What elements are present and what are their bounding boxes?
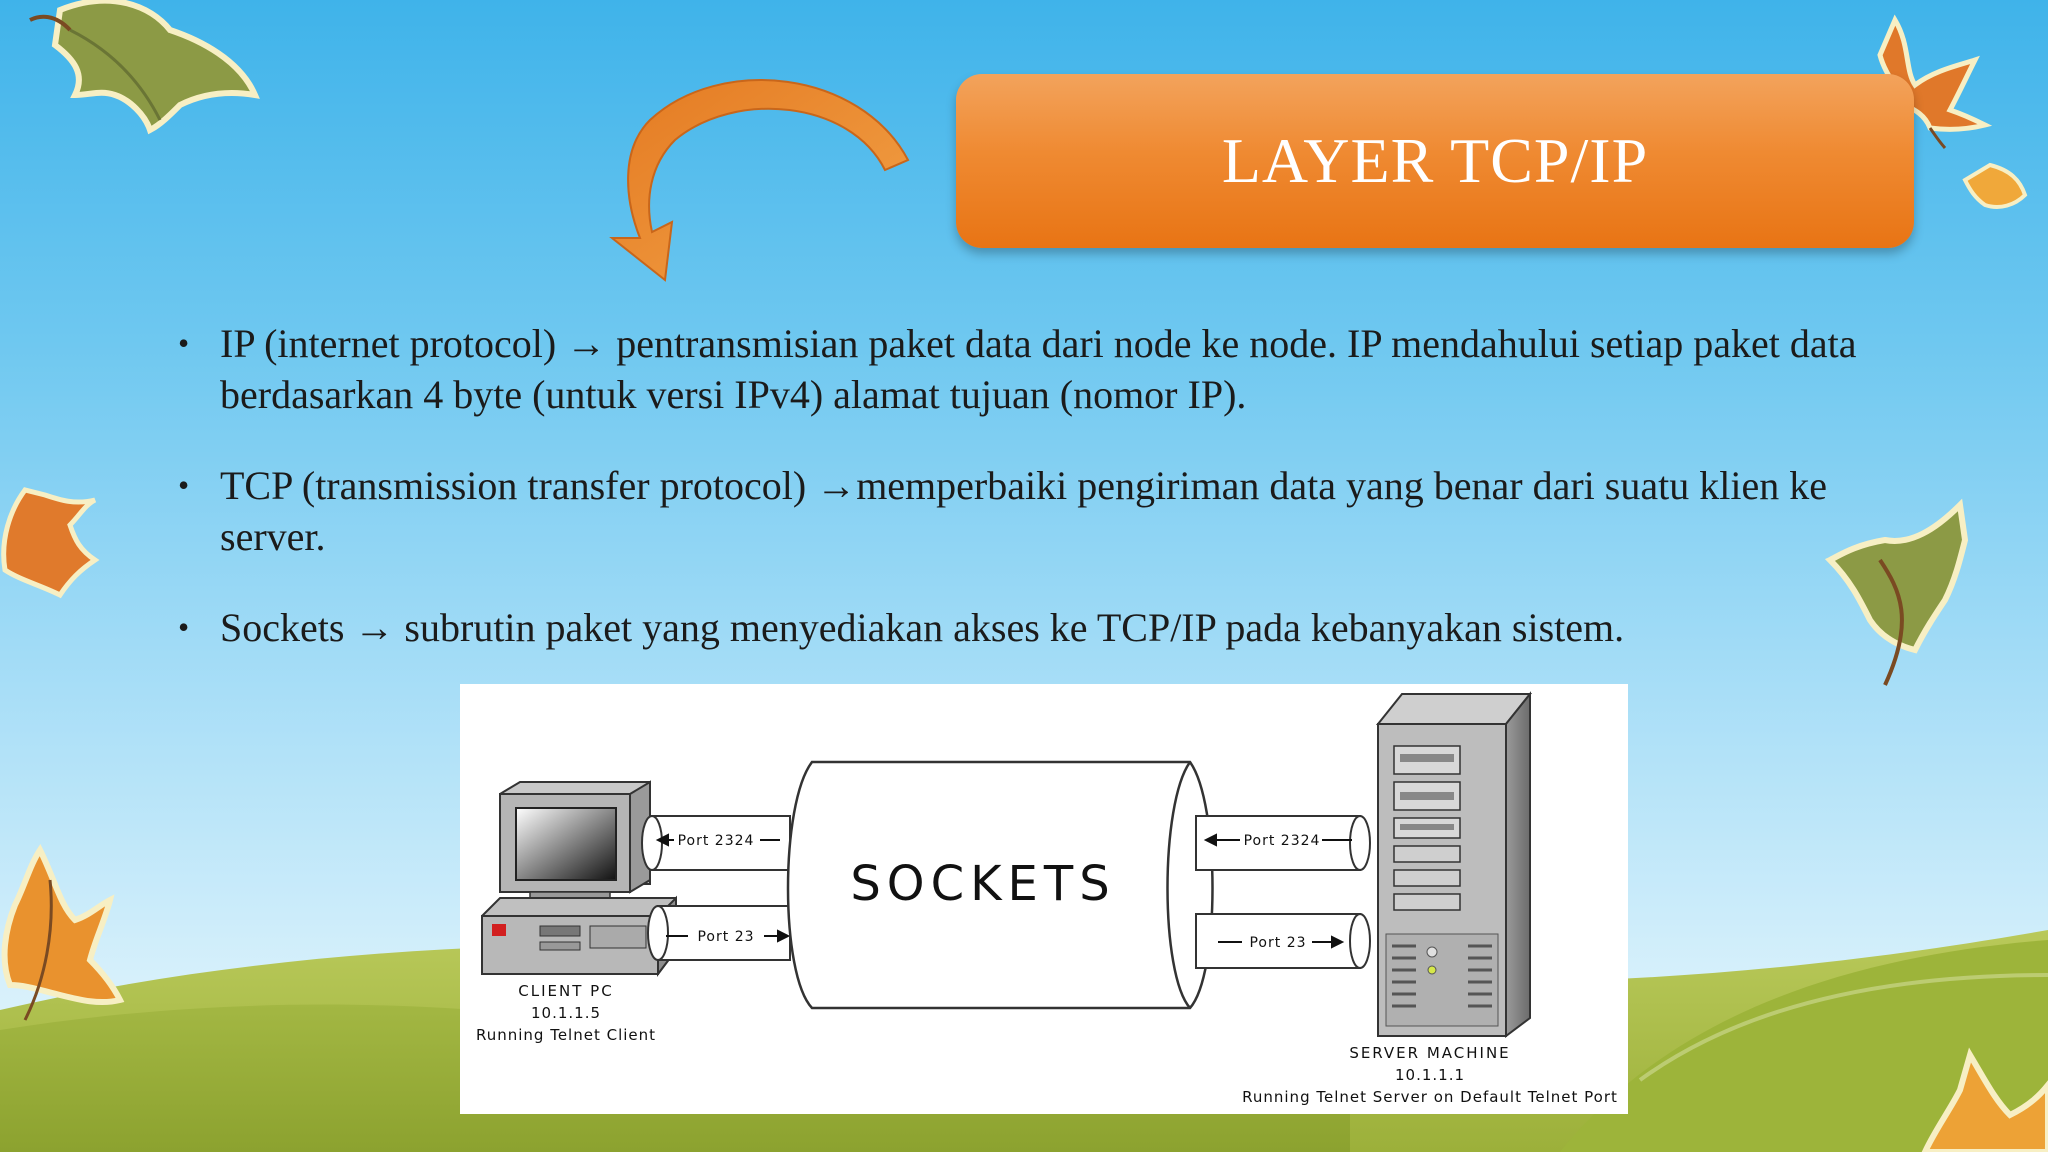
server-desc: Running Telnet Server on Default Telnet … bbox=[1242, 1088, 1618, 1106]
server-port-lower: Port 23 bbox=[1249, 935, 1306, 951]
bullet-icon: • bbox=[178, 325, 190, 361]
client-pc-icon bbox=[481, 780, 677, 977]
server-ip: 10.1.1.1 bbox=[1395, 1066, 1465, 1084]
list-item: • TCP (transmission transfer protocol) →… bbox=[178, 460, 1918, 562]
server-tower-icon bbox=[1375, 691, 1533, 1038]
sockets-diagram: CLIENT PC 10.1.1.5 Running Telnet Client… bbox=[460, 684, 1628, 1114]
bullet-list: • IP (internet protocol) → pentransmisia… bbox=[178, 318, 1918, 693]
page-title: LAYER TCP/IP bbox=[1221, 125, 1649, 196]
client-name: CLIENT PC bbox=[518, 982, 613, 1000]
list-item: • IP (internet protocol) → pentransmisia… bbox=[178, 318, 1918, 420]
curved-arrow-icon bbox=[609, 79, 910, 282]
server-port-upper: Port 2324 bbox=[1244, 833, 1321, 849]
client-ip: 10.1.1.5 bbox=[531, 1004, 601, 1022]
hill-right bbox=[1560, 940, 2048, 1152]
diagram-svg: CLIENT PC 10.1.1.5 Running Telnet Client… bbox=[476, 691, 1618, 1106]
client-pipes bbox=[641, 815, 791, 961]
bullet-text: IP (internet protocol) → pentransmisian … bbox=[220, 321, 1857, 417]
server-pipes bbox=[1195, 815, 1371, 969]
bullet-icon: • bbox=[178, 467, 190, 503]
client-port-upper: Port 2324 bbox=[678, 833, 755, 849]
client-desc: Running Telnet Client bbox=[476, 1026, 656, 1044]
list-item: • Sockets → subrutin paket yang menyedia… bbox=[178, 602, 1918, 653]
client-port-lower: Port 23 bbox=[697, 929, 754, 945]
bullet-text: Sockets → subrutin paket yang menyediaka… bbox=[220, 605, 1625, 650]
title-banner: LAYER TCP/IP bbox=[956, 74, 1914, 248]
server-name: SERVER MACHINE bbox=[1349, 1044, 1510, 1062]
bullet-icon: • bbox=[178, 609, 190, 645]
bullet-text: TCP (transmission transfer protocol) →me… bbox=[220, 463, 1827, 559]
sockets-label: SOCKETS bbox=[850, 856, 1115, 912]
